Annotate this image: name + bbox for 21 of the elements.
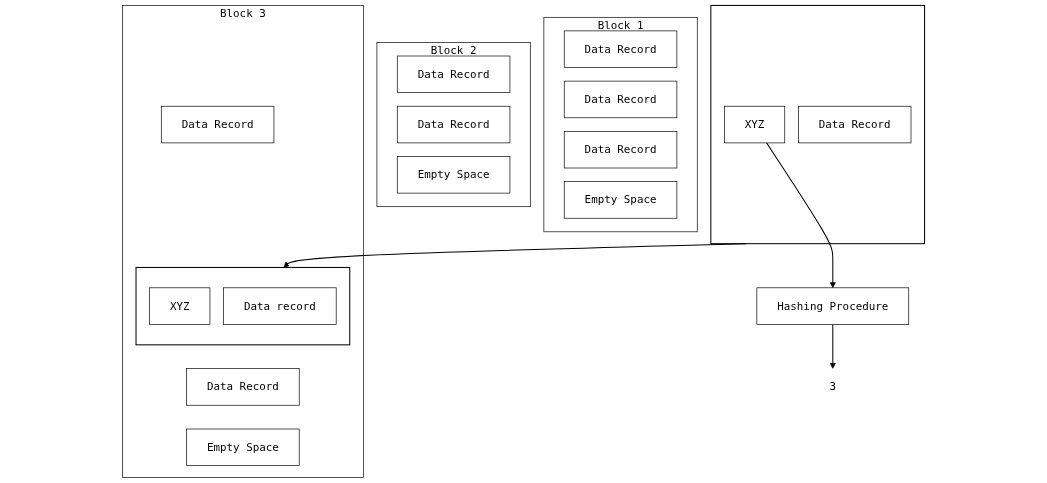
node-box: Data Record (160, 105, 275, 144)
node-text: 3 (829, 380, 837, 394)
node-box: Data Record (563, 131, 678, 169)
node-box: Data Record (396, 105, 511, 144)
node-box: Data Record (563, 30, 678, 68)
node-box: Data Record (798, 105, 912, 144)
node-box: Data Record (563, 80, 678, 119)
node-box: XYZ (724, 105, 786, 144)
cluster (710, 4, 926, 245)
node-box: Data Record (186, 368, 300, 406)
node-box: Data Record (396, 55, 511, 93)
arrow (766, 142, 836, 289)
node-box: Empty Space (396, 156, 511, 194)
cluster (135, 266, 351, 346)
node-box: XYZ (149, 287, 211, 325)
arrow (829, 323, 836, 369)
node-box: Empty Space (186, 428, 300, 466)
arrow (283, 243, 747, 268)
node-box: Data record (223, 287, 337, 325)
node-box: Hashing Procedure (756, 287, 910, 325)
node-box: Empty Space (563, 181, 678, 219)
